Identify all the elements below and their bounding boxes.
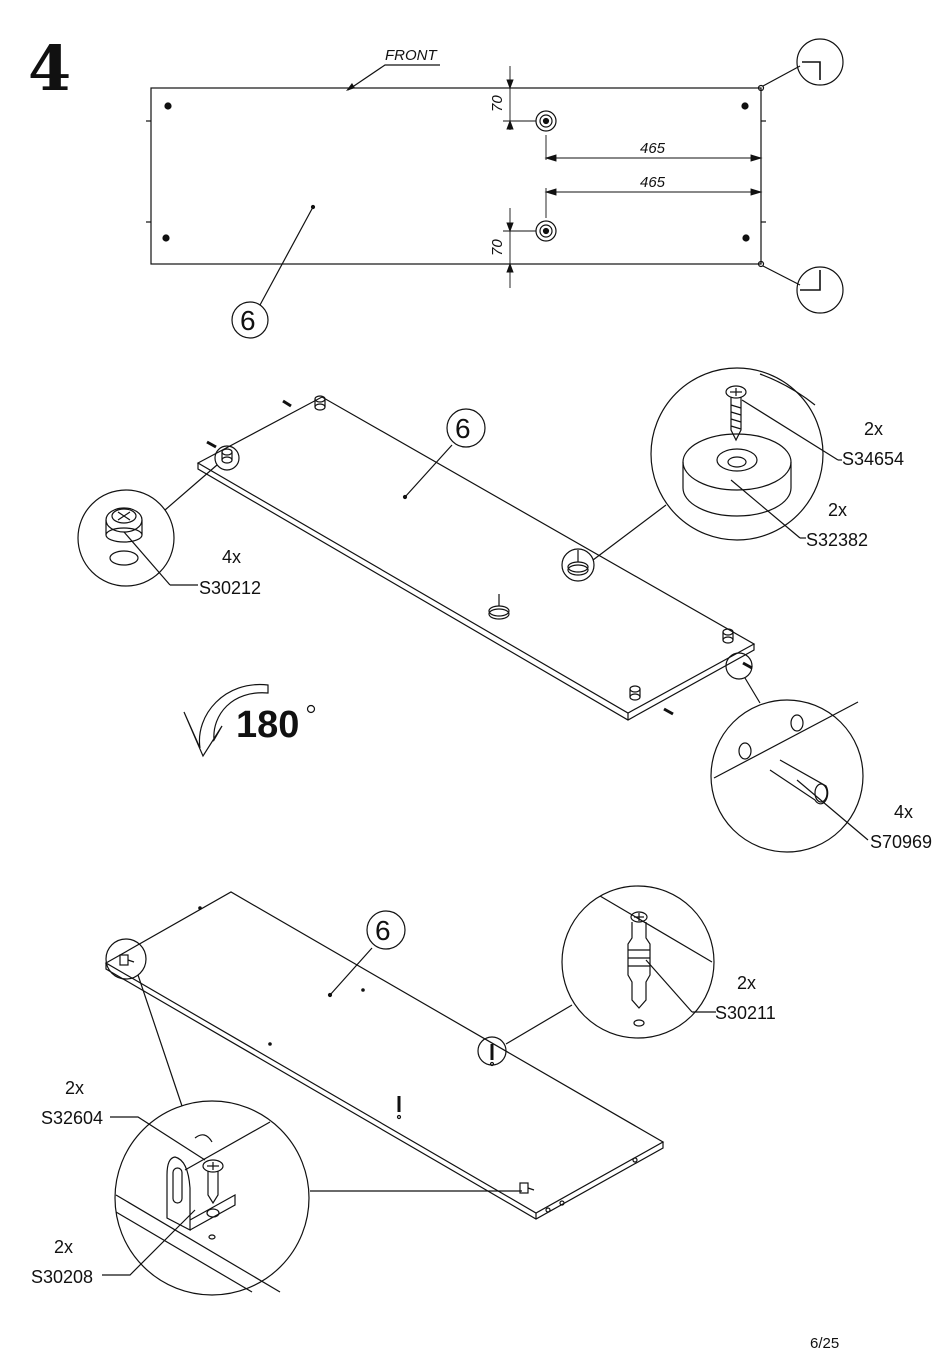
part-qty-s34654: 2x (864, 419, 883, 439)
dimension-lines (503, 66, 763, 288)
panel-leader (404, 444, 453, 498)
screw-hole (162, 234, 170, 242)
glide-detail (650, 367, 839, 541)
bracket (519, 1182, 535, 1194)
part-qty-s70969: 4x (894, 802, 913, 822)
hole (632, 1157, 638, 1163)
detail-leader (164, 464, 218, 511)
bracket-highlight (105, 938, 147, 980)
leader-dot (310, 204, 316, 210)
cam-lock (221, 448, 233, 464)
part-qty-s30208: 2x (54, 1237, 73, 1257)
cam-bolt (489, 1044, 495, 1067)
panel-leader (259, 206, 314, 306)
glide-highlight (561, 548, 595, 582)
hole (198, 906, 202, 910)
screw-hole (164, 102, 172, 110)
glide (488, 594, 510, 620)
panel-outline (150, 87, 762, 265)
bottom-view: 6 2x S30211 (31, 885, 776, 1296)
detail-leader (762, 265, 801, 286)
rotate-label: 180 (236, 704, 299, 746)
detail-leader (505, 1004, 573, 1045)
cam-detail (77, 489, 175, 587)
detail-leader (744, 677, 761, 704)
front-leader (347, 64, 440, 91)
glide-bottom (535, 220, 557, 242)
corner-detail-top (796, 38, 844, 86)
part-code-s32604: S32604 (41, 1108, 103, 1128)
cam-bolt-detail (561, 885, 715, 1039)
panel-callout-top: 6 (240, 305, 256, 336)
corner-detail-bottom (796, 266, 844, 314)
panel-callout-middle: 6 (455, 413, 471, 444)
part-code-s30211: S30211 (715, 1003, 776, 1023)
page-number: 6/25 (810, 1335, 840, 1352)
hole (545, 1207, 551, 1213)
dim-465-b: 465 (640, 174, 666, 191)
top-view: FRONT (146, 38, 844, 339)
part-code-s32382: S32382 (806, 530, 868, 550)
part-qty-s30211: 2x (737, 973, 756, 993)
corner-marker (757, 260, 765, 268)
front-arrowhead (346, 83, 355, 91)
part-code-s70969: S70969 (870, 832, 932, 852)
rotate-arrow-icon (183, 683, 269, 758)
panel-callout-circle (231, 301, 269, 339)
panel-callout-circle (366, 910, 406, 950)
bracket (119, 954, 135, 966)
step-number: 4 (28, 32, 72, 105)
detail-leader (592, 504, 667, 561)
hole (268, 1042, 272, 1046)
detail-leader (137, 974, 183, 1107)
glide-top (535, 110, 557, 132)
cam-bolt (396, 1096, 402, 1120)
panel-callout-circle (446, 408, 486, 448)
part-qty-s30212: 4x (222, 547, 241, 567)
cam-lock (629, 685, 641, 701)
part-leader (110, 1116, 206, 1161)
screw-hole (742, 234, 750, 242)
cam-highlight (214, 445, 240, 471)
cam-lock (722, 628, 734, 644)
front-label: FRONT (385, 47, 438, 64)
part-code-s34654: S34654 (842, 449, 904, 469)
part-qty-s32604: 2x (65, 1078, 84, 1098)
panel-leader (329, 947, 373, 996)
dowel (663, 707, 674, 716)
part-qty-s32382: 2x (828, 500, 847, 520)
dim-70-bottom: 70 (489, 239, 506, 256)
hole (361, 988, 365, 992)
dowel (282, 399, 292, 408)
panel-callout-bottom: 6 (375, 915, 391, 946)
panel-edge (197, 463, 755, 721)
hole (559, 1200, 565, 1206)
part-code-s30212: S30212 (199, 578, 261, 598)
dim-70-top: 70 (489, 95, 506, 112)
bracket-detail (114, 1100, 310, 1296)
dowel (206, 440, 217, 449)
glide (567, 550, 589, 576)
degree-symbol (306, 704, 316, 714)
corner-marker (757, 84, 765, 92)
dowel-detail (710, 699, 869, 853)
dowel (742, 661, 753, 670)
detail-leader (762, 65, 801, 87)
part-code-s30208: S30208 (31, 1267, 93, 1287)
dim-465-a: 465 (640, 140, 666, 157)
screw-hole (741, 102, 749, 110)
cam-lock (314, 395, 326, 411)
middle-view: 6 4x S30212 (77, 367, 932, 853)
cam-bolt-highlight (477, 1036, 507, 1066)
part-leader (102, 1209, 196, 1276)
dowel-highlight (725, 652, 753, 680)
